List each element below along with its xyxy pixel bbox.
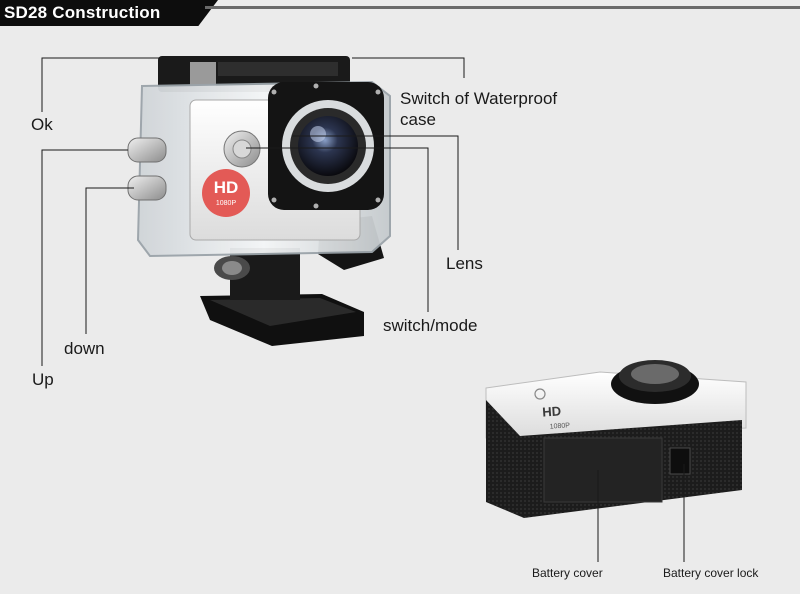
- small-lens-icon: [611, 360, 699, 404]
- label-switch-mode: switch/mode: [383, 316, 478, 335]
- label-ok: Ok: [31, 115, 53, 134]
- header-divider: [205, 6, 800, 9]
- small-power-icon: [534, 388, 546, 400]
- callout-line-down: [85, 187, 134, 334]
- label-down: down: [64, 339, 105, 358]
- case-side-buttons: [127, 137, 167, 201]
- camera-back-view: HD 1080P: [485, 360, 747, 518]
- battery-cover-lock: [669, 447, 691, 475]
- page-title: SD28 Construction: [4, 3, 161, 22]
- small-hd-text: HD: [542, 403, 562, 419]
- small-hd-subtext: 1080P: [550, 422, 571, 430]
- label-battery-cover-lock: Battery cover lock: [663, 566, 759, 580]
- label-switch-waterproof-line2: case: [400, 110, 436, 129]
- camera-in-waterproof-case: HD 1080P: [127, 56, 391, 346]
- callout-line-up: [41, 149, 128, 366]
- mode-knob-icon: [223, 130, 261, 168]
- label-up: Up: [32, 370, 54, 389]
- header-banner: [0, 0, 218, 26]
- label-switch-waterproof-line1: Switch of Waterproof: [400, 89, 558, 108]
- callout-line-switch-waterproof: [352, 57, 465, 78]
- hd-badge-subtext: 1080P: [216, 200, 237, 207]
- battery-cover: [543, 437, 663, 503]
- hd-badge-text: HD: [214, 178, 239, 197]
- callout-line-ok: [41, 57, 165, 112]
- label-battery-cover: Battery cover: [532, 566, 603, 580]
- hd-badge: HD 1080P: [202, 169, 250, 217]
- callout-line-switch-mode: [246, 147, 429, 312]
- callout-line-lens: [292, 135, 459, 250]
- lens-icon: [282, 100, 374, 192]
- label-lens: Lens: [446, 254, 483, 273]
